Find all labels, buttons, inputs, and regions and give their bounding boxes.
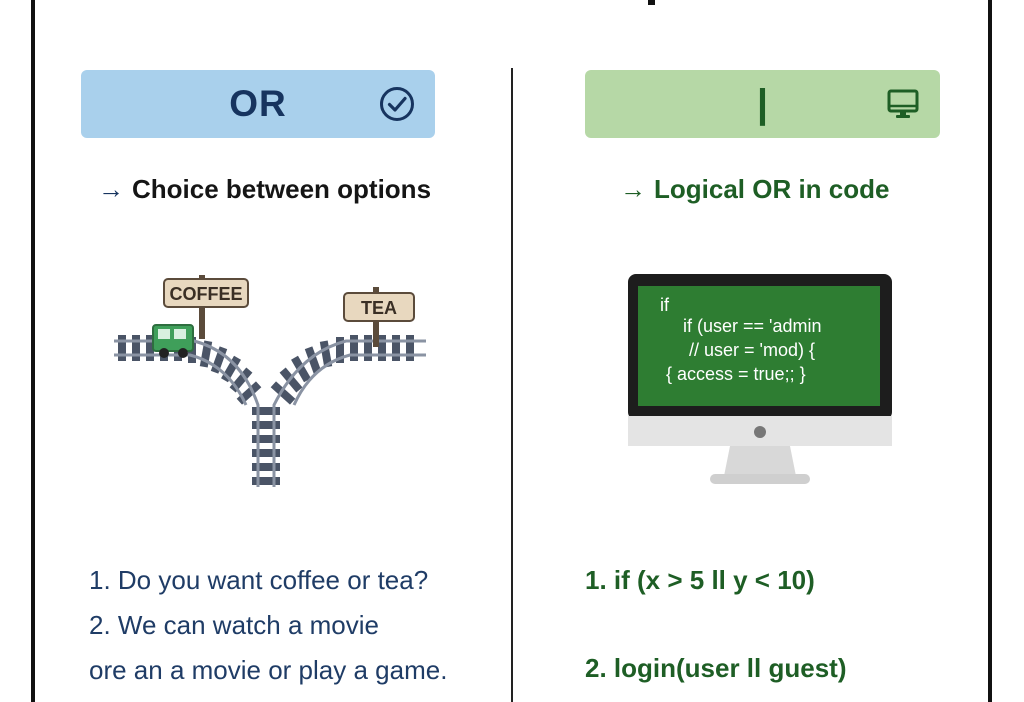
top-mark: [648, 0, 655, 5]
or-example-3: ore an a movie or play a game.: [89, 655, 448, 685]
code-line: if: [660, 295, 670, 315]
frame-right-border: [988, 0, 992, 702]
coffee-sign-label: COFFEE: [169, 284, 242, 304]
or-banner-label: OR: [229, 83, 287, 124]
or-banner: OR: [81, 70, 435, 138]
code-line: // user = 'mod) {: [689, 340, 815, 360]
power-dot: [754, 426, 766, 438]
center-divider: [511, 68, 513, 702]
monitor-code-illustration: if if (user == 'admin // user = 'mod) { …: [628, 274, 892, 484]
trunk-track: [252, 407, 280, 485]
or-subtitle: → Choice between options: [98, 172, 431, 206]
code-line: { access = true;; }: [666, 364, 806, 384]
check-circle-icon: [380, 87, 414, 121]
tea-sign-label: TEA: [361, 298, 397, 318]
code-line: if (user == 'admin: [683, 316, 822, 336]
monitor-icon: [887, 89, 919, 118]
pipe-banner-label: |: [756, 81, 769, 126]
frame-left-border: [31, 0, 35, 702]
or-subtitle-text: Choice between options: [132, 173, 432, 204]
tea-sign: TEA: [343, 287, 415, 347]
right-track: [270, 335, 414, 405]
code-screen: [638, 286, 880, 406]
or-example-2: 2. We can watch a movie: [89, 610, 379, 640]
train-car: [152, 324, 194, 358]
pipe-example-2: 2. login(user ll guest): [585, 653, 847, 683]
coffee-sign: COFFEE: [163, 275, 249, 339]
or-example-1: 1. Do you want coffee or tea?: [89, 565, 429, 595]
pipe-subtitle: → Logical OR in code: [620, 172, 889, 206]
arrow-right-icon: →: [98, 173, 124, 204]
arrow-right-icon: →: [620, 173, 646, 204]
pipe-example-1: 1. if (x > 5 ll y < 10): [585, 565, 815, 595]
pipe-subtitle-text: Logical OR in code: [654, 173, 890, 204]
pipe-banner: |: [585, 70, 940, 138]
railway-fork-illustration: COFFEE TEA: [114, 275, 426, 487]
